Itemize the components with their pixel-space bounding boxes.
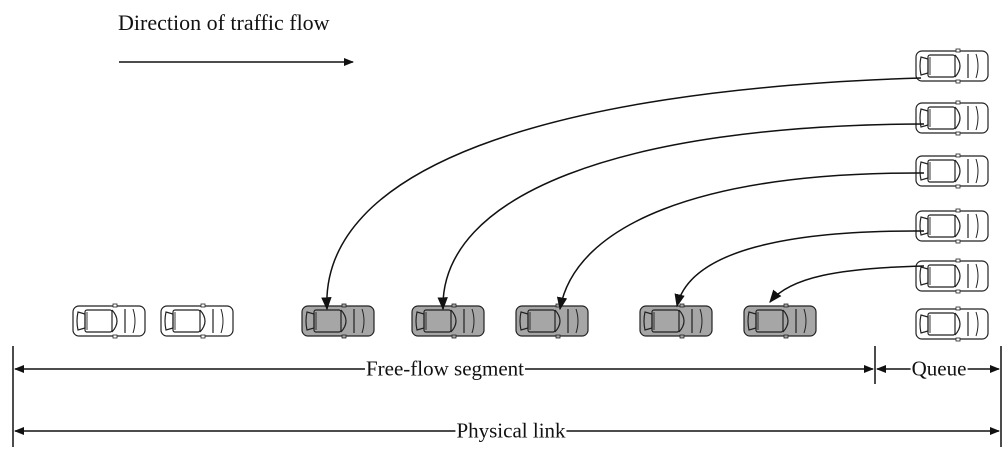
upstream-vehicle bbox=[72, 303, 146, 339]
queued-vehicle bbox=[915, 208, 989, 244]
moving-vehicle bbox=[639, 303, 713, 339]
upstream-vehicles bbox=[72, 303, 234, 339]
transfer-arrow bbox=[437, 123, 925, 311]
moving-vehicles bbox=[301, 303, 817, 339]
transfer-arrow bbox=[321, 77, 922, 311]
queued-vehicle bbox=[915, 258, 989, 294]
diagram-title: Direction of traffic flow bbox=[118, 10, 330, 35]
queued-vehicle bbox=[915, 306, 989, 342]
queued-vehicle bbox=[915, 48, 989, 84]
queued-vehicles bbox=[915, 48, 989, 342]
moving-vehicle bbox=[301, 303, 375, 339]
queue-label: Queue bbox=[910, 356, 968, 381]
moving-vehicle bbox=[743, 303, 817, 339]
transfer-arrows bbox=[321, 77, 925, 311]
queued-vehicle bbox=[915, 153, 989, 189]
free-flow-segment-label: Free-flow segment bbox=[364, 356, 526, 381]
upstream-vehicle bbox=[160, 303, 234, 339]
physical-link-label: Physical link bbox=[455, 418, 567, 443]
moving-vehicle bbox=[411, 303, 485, 339]
transfer-arrow bbox=[674, 230, 925, 308]
transfer-arrow bbox=[556, 172, 925, 311]
queued-vehicle bbox=[915, 100, 989, 136]
transfer-arrow bbox=[769, 265, 925, 304]
moving-vehicle bbox=[515, 303, 589, 339]
